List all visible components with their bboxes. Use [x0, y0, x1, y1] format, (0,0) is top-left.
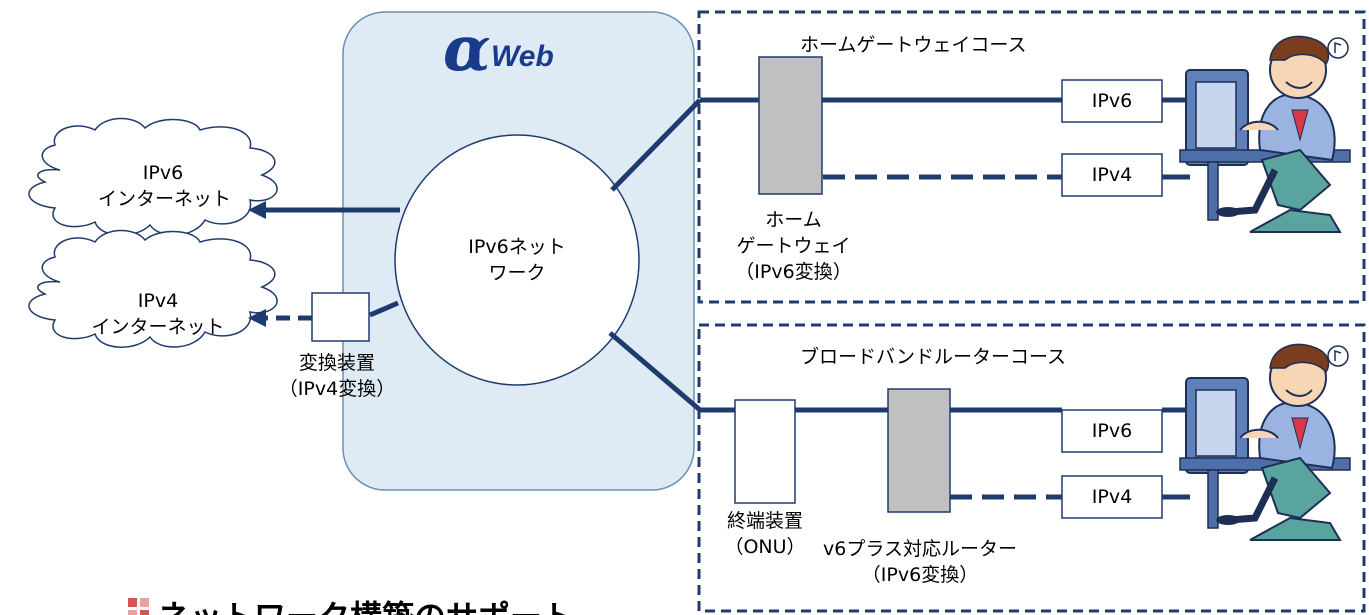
ipv6-network-ellipse: [394, 134, 640, 386]
course2-title: ブロードバンドルーターコース: [800, 346, 1067, 368]
onu-label: 終端装置 （ONU）: [705, 508, 825, 560]
ipv4-internet-line2: インターネット: [91, 316, 225, 338]
course2-ipv4-label: IPv4: [1091, 486, 1133, 508]
section-heading: ネットワーク構築のサポート: [158, 592, 574, 615]
ipv6-network-line2: ワーク: [488, 262, 546, 284]
link-network-to-course2: [608, 331, 702, 412]
user-at-computer-illustration-2: [1179, 343, 1351, 541]
link-network-to-converter: [369, 300, 399, 318]
ipv6-internet-line2: インターネット: [98, 188, 232, 210]
home-gateway-label: ホーム ゲートウェイ （IPv6変換）: [726, 207, 861, 285]
converter-line2: （IPv4変換）: [278, 378, 396, 400]
alpha-web-logo: α Web: [443, 14, 593, 86]
link-network-to-course1: [610, 98, 702, 192]
v6plus-router-label: v6プラス対応ルーター （IPv6変換）: [795, 536, 1045, 588]
converter-line1: 変換装置: [298, 352, 375, 374]
course2-ipv6-label: IPv6: [1091, 420, 1133, 442]
user-at-computer-illustration-1: [1179, 35, 1351, 233]
ipv6-internet-line1: IPv6: [142, 162, 184, 184]
heading-bullet-icon: [128, 598, 149, 615]
onu-line1: 終端装置: [726, 510, 803, 532]
logo-word: Web: [491, 40, 554, 73]
course1-ipv6-label: IPv6: [1091, 90, 1133, 112]
ipv4-internet-line1: IPv4: [137, 290, 179, 312]
ipv6-internet-label: IPv6 インターネット: [98, 160, 232, 212]
ipv6-network-line1: IPv6ネット: [468, 236, 566, 258]
arrow-ipv4-internet: [248, 309, 266, 327]
ipv6-network-label: IPv6ネット ワーク: [452, 234, 582, 286]
cloud-ipv6: [28, 117, 278, 236]
converter-box: [311, 292, 370, 342]
onu-line2: （ONU）: [724, 536, 806, 558]
home-gateway-line1: ホーム: [765, 209, 822, 231]
course1-ipv4-box: [1061, 153, 1163, 197]
course2-frame: [697, 323, 1366, 613]
ipv4-internet-label: IPv4 インターネット: [88, 288, 228, 340]
v6plus-router-device: [887, 388, 951, 513]
course1-ipv4-label: IPv4: [1091, 164, 1133, 186]
onu-device: [734, 399, 796, 504]
logo-alpha: α: [443, 12, 491, 85]
home-gateway-device: [758, 56, 823, 195]
course1-ipv6-box: [1061, 79, 1163, 123]
course1-frame: [697, 10, 1366, 304]
cloud-ipv4: [28, 229, 278, 348]
home-gateway-line2: ゲートウェイ: [736, 235, 851, 257]
course2-ipv4-box: [1061, 475, 1163, 519]
converter-label: 変換装置 （IPv4変換）: [262, 350, 412, 402]
course1-title: ホームゲートウェイコース: [800, 34, 1027, 56]
course2-ipv6-box: [1061, 409, 1163, 453]
v6plus-router-line2: （IPv6変換）: [861, 564, 979, 586]
arrow-ipv6-internet: [248, 201, 266, 219]
v6plus-router-line1: v6プラス対応ルーター: [823, 538, 1017, 560]
home-gateway-line3: （IPv6変換）: [735, 261, 852, 283]
